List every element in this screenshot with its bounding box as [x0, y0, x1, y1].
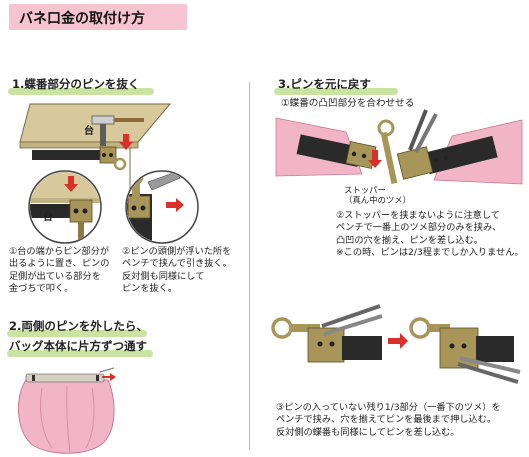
step1-caption-left: ①台の端からピン部分が 出るように置き、ピンの 足側が出ている部分を 金づちで叩…: [9, 246, 110, 295]
step2-heading-underline-1: [7, 330, 147, 337]
step3-hinge-align-illustration: [275, 109, 523, 185]
page-title-box: バネ口金の取付け方: [9, 4, 187, 30]
page-title: バネ口金の取付け方: [19, 11, 145, 27]
step3-heading: 3.ピンを元に戻す: [278, 77, 371, 91]
step1-zoom-circle-right: [125, 170, 199, 244]
step1-heading-underline: [8, 88, 154, 95]
step1-heading: 1.蝶番部分のピンを抜く: [12, 77, 140, 91]
step3-caption2: ②ストッパーを挟まないように注意して ペンチで一番上のツメ部分のみを挟み、 凸凹…: [336, 210, 524, 259]
step2-heading-line2: バッグ本体に片方ずつ通す: [9, 339, 147, 353]
step1-caption-right: ②ピンの頭側が浮いた所を ペンチで挟んで引き抜く。 反対側も同様にして ピンを抜…: [122, 246, 232, 295]
step3-insert-pin-illustration: [271, 304, 521, 384]
step1-zoom-circle-left: [28, 170, 102, 244]
step3-stopper-label: ストッパー （真ん中のツメ）: [344, 185, 411, 205]
step2-heading-line1: 2.両側のピンを外したら、: [9, 319, 148, 333]
step3-heading-underline: [274, 88, 398, 95]
step1-hammer-illustration: [19, 103, 172, 194]
step2-heading-underline-2: [7, 350, 153, 357]
column-divider: [249, 82, 250, 450]
step1-table-label-top: 台: [84, 126, 94, 137]
step3-sub1: ①蝶番の凸凹部分を合わせせる: [281, 98, 415, 109]
step3-caption3: ③ピンの入っていない残り1/3部分（一番下のツメ）を ペンチで挟み、穴を揃えてピ…: [276, 402, 501, 438]
step1-table-label-bottom: 台: [43, 212, 53, 223]
step2-bag-illustration: [17, 367, 116, 454]
